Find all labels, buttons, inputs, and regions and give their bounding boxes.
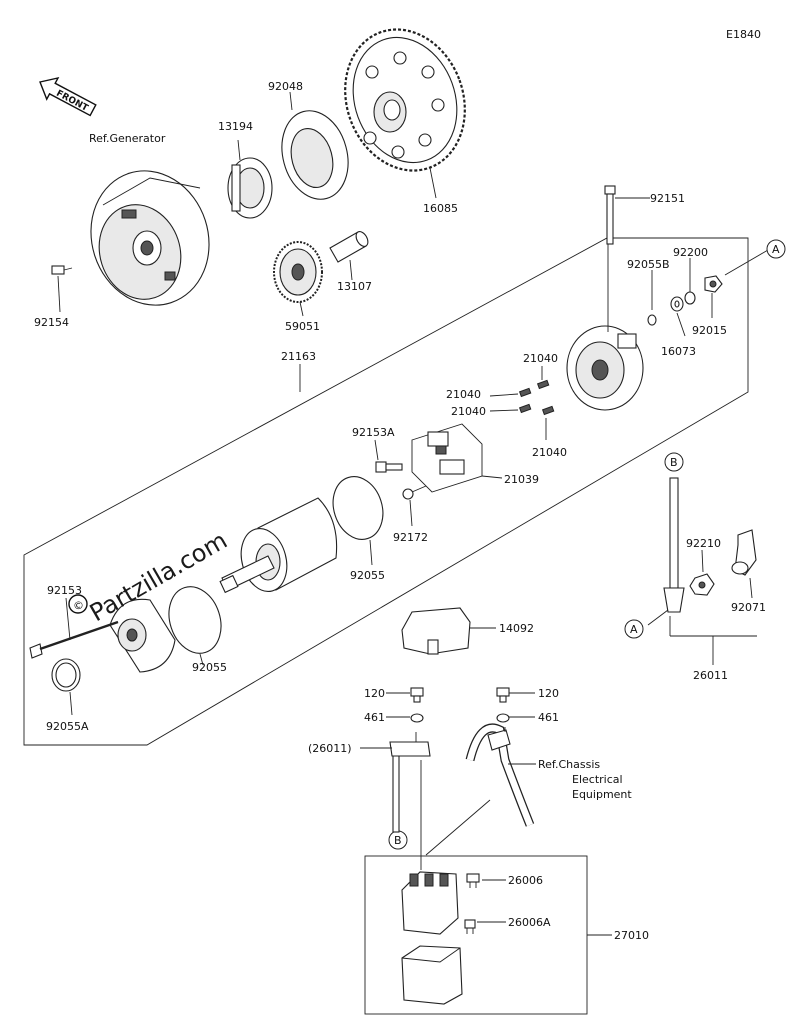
label-92210: 92210 bbox=[686, 537, 721, 550]
front-arrow-icon: FRONT bbox=[39, 76, 97, 117]
label-16085: 16085 bbox=[423, 202, 458, 215]
relay-case[interactable] bbox=[401, 945, 463, 1005]
label-59051: 59051 bbox=[285, 320, 320, 333]
label-13194: 13194 bbox=[218, 120, 253, 133]
o-ring-92055-lower[interactable] bbox=[161, 580, 230, 660]
label-92048: 92048 bbox=[268, 80, 303, 93]
o-ring-92055b[interactable] bbox=[647, 314, 657, 326]
callout-a-top: A bbox=[766, 239, 786, 259]
starter-yoke-armature[interactable] bbox=[219, 497, 338, 597]
label-ref-chassis-2: Electrical bbox=[572, 773, 623, 786]
nut-92015[interactable] bbox=[704, 275, 723, 293]
washer-461-right[interactable] bbox=[496, 713, 510, 723]
brush-holder-21039[interactable] bbox=[411, 423, 483, 493]
label-26006a: 26006A bbox=[508, 916, 551, 929]
starter-relay[interactable] bbox=[401, 871, 459, 935]
fuse-26006a[interactable] bbox=[464, 919, 476, 934]
cover-14092[interactable] bbox=[401, 607, 471, 655]
watermark-copyright-icon bbox=[68, 594, 88, 614]
bolt-92153[interactable] bbox=[29, 620, 119, 659]
starter-end-cover[interactable] bbox=[566, 325, 644, 411]
svg-text:B: B bbox=[394, 834, 402, 847]
label-21039: 21039 bbox=[504, 473, 539, 486]
bolt-120-right[interactable] bbox=[496, 687, 510, 703]
callout-b-bottom: B bbox=[388, 830, 408, 850]
starter-lead-26011[interactable] bbox=[663, 477, 685, 613]
label-21040-left2: 21040 bbox=[451, 405, 486, 418]
label-21163: 21163 bbox=[281, 350, 316, 363]
lead-terminal-26011-ref[interactable] bbox=[389, 741, 431, 833]
label-16073: 16073 bbox=[661, 345, 696, 358]
nut-92210[interactable] bbox=[689, 573, 715, 596]
screw-92153a[interactable] bbox=[375, 461, 403, 473]
label-21040-top: 21040 bbox=[523, 352, 558, 365]
brush-21040[interactable] bbox=[518, 379, 555, 416]
clutch-holder-92048[interactable] bbox=[272, 103, 357, 206]
starter-gear-16085[interactable] bbox=[326, 13, 484, 188]
starter-motor-assembly-boundary bbox=[23, 237, 749, 746]
one-way-clutch-13194[interactable] bbox=[227, 157, 273, 219]
washer-461-left[interactable] bbox=[410, 713, 424, 723]
watermark-copyright-glyph: © bbox=[73, 599, 84, 612]
screw-92172[interactable] bbox=[402, 485, 427, 500]
idle-gear-59051[interactable] bbox=[273, 241, 323, 303]
svg-text:B: B bbox=[670, 456, 678, 469]
label-ref-chassis-3: Equipment bbox=[572, 788, 632, 801]
diagram-code: E1840 bbox=[726, 28, 761, 41]
label-92055-lower: 92055 bbox=[192, 661, 227, 674]
starter-front-cover[interactable] bbox=[109, 598, 176, 673]
label-92151: 92151 bbox=[650, 192, 685, 205]
label-21040-left1: 21040 bbox=[446, 388, 481, 401]
callout-b-right: B bbox=[664, 452, 684, 472]
washer-16073[interactable] bbox=[670, 296, 684, 312]
label-13107: 13107 bbox=[337, 280, 372, 293]
label-120-left: 120 bbox=[364, 687, 385, 700]
generator-rotor[interactable] bbox=[74, 155, 226, 320]
fuse-26006[interactable] bbox=[466, 873, 480, 888]
label-92055a: 92055A bbox=[46, 720, 89, 733]
label-92172: 92172 bbox=[393, 531, 428, 544]
bolt-92154[interactable] bbox=[51, 265, 73, 275]
label-14092: 14092 bbox=[499, 622, 534, 635]
label-21040-bottom: 21040 bbox=[532, 446, 567, 459]
o-ring-92055-upper[interactable] bbox=[325, 470, 390, 546]
callout-a-right: A bbox=[624, 619, 644, 639]
label-ref-generator: Ref.Generator bbox=[89, 132, 166, 145]
label-92153: 92153 bbox=[47, 584, 82, 597]
label-92154: 92154 bbox=[34, 316, 69, 329]
label-92015: 92015 bbox=[692, 324, 727, 337]
o-ring-92055a[interactable] bbox=[51, 658, 81, 692]
washer-92200[interactable] bbox=[684, 291, 696, 305]
label-461-left: 461 bbox=[364, 711, 385, 724]
boot-92071[interactable] bbox=[731, 529, 757, 576]
chassis-harness-cable[interactable] bbox=[465, 723, 535, 827]
label-92055b: 92055B bbox=[627, 258, 670, 271]
label-26011: 26011 bbox=[693, 669, 728, 682]
label-461-right: 461 bbox=[538, 711, 559, 724]
label-92071: 92071 bbox=[731, 601, 766, 614]
bolt-92151[interactable] bbox=[604, 185, 616, 245]
bolt-120-left[interactable] bbox=[410, 687, 424, 703]
svg-text:A: A bbox=[772, 243, 780, 256]
svg-text:A: A bbox=[630, 623, 638, 636]
label-92153a: 92153A bbox=[352, 426, 395, 439]
label-27010: 27010 bbox=[614, 929, 649, 942]
label-120-right: 120 bbox=[538, 687, 559, 700]
label-26006: 26006 bbox=[508, 874, 543, 887]
label-92055-upper: 92055 bbox=[350, 569, 385, 582]
label-ref-chassis-1: Ref.Chassis bbox=[538, 758, 600, 771]
label-92200: 92200 bbox=[673, 246, 708, 259]
shaft-13107[interactable] bbox=[329, 230, 370, 263]
label-26011-ref: (26011) bbox=[308, 742, 352, 755]
